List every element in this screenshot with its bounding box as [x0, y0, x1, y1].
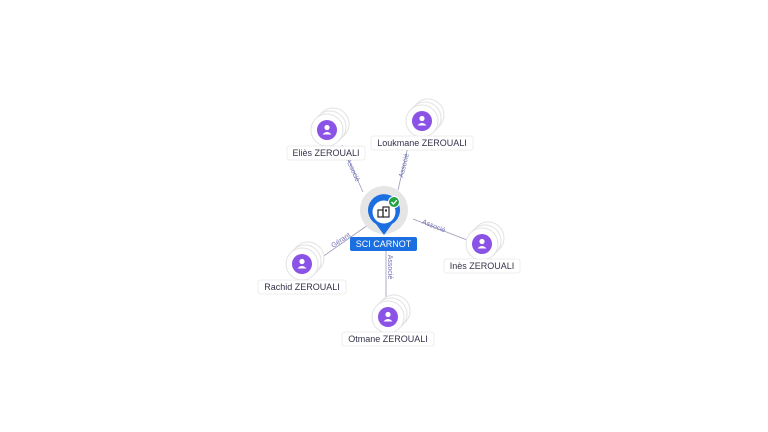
- person-node-loukmane[interactable]: Loukmane ZEROUALI: [370, 98, 474, 151]
- person-node-elies[interactable]: Eliès ZEROUALI: [286, 107, 366, 161]
- person-node-otmane[interactable]: Otmane ZEROUALI: [341, 294, 435, 347]
- edge-line: [317, 224, 369, 261]
- edge-label: Associé: [421, 219, 446, 235]
- node-label-bg: [257, 279, 347, 295]
- person-icon: [412, 111, 432, 131]
- person-icon: [292, 254, 312, 274]
- person-name: Rachid ZEROUALI: [264, 282, 340, 292]
- edge-line: [412, 218, 468, 241]
- node-label-bg: [443, 258, 521, 274]
- person-name: Otmane ZEROUALI: [348, 334, 428, 344]
- node-label-bg: [286, 145, 366, 161]
- verified-check-icon: [388, 196, 400, 208]
- node-label-bg: [341, 331, 435, 347]
- edge-label: Associé: [344, 158, 360, 183]
- person-name: Inès ZEROUALI: [450, 261, 515, 271]
- person-node-rachid[interactable]: Rachid ZEROUALI: [257, 241, 347, 295]
- edge-label: Associé: [386, 255, 393, 280]
- node-label-bg: [370, 135, 474, 151]
- company-label-bg: [350, 237, 417, 251]
- person-icon: [378, 307, 398, 327]
- pin-inner: [372, 200, 396, 224]
- company-name: SCI CARNOT: [356, 239, 412, 249]
- person-icon: [472, 234, 492, 254]
- person-name: Loukmane ZEROUALI: [377, 138, 467, 148]
- edge-otmane: Associé: [385, 250, 393, 298]
- person-icon: [317, 120, 337, 140]
- person-name: Eliès ZEROUALI: [292, 148, 359, 158]
- edge-label: Associé: [398, 153, 411, 179]
- edge-ines: Associé: [412, 218, 468, 241]
- company-node[interactable]: SCI CARNOT: [350, 186, 417, 251]
- edge-label: Gérant: [330, 232, 352, 250]
- person-node-ines[interactable]: Inès ZEROUALI: [443, 221, 521, 274]
- building-icon: [377, 206, 390, 218]
